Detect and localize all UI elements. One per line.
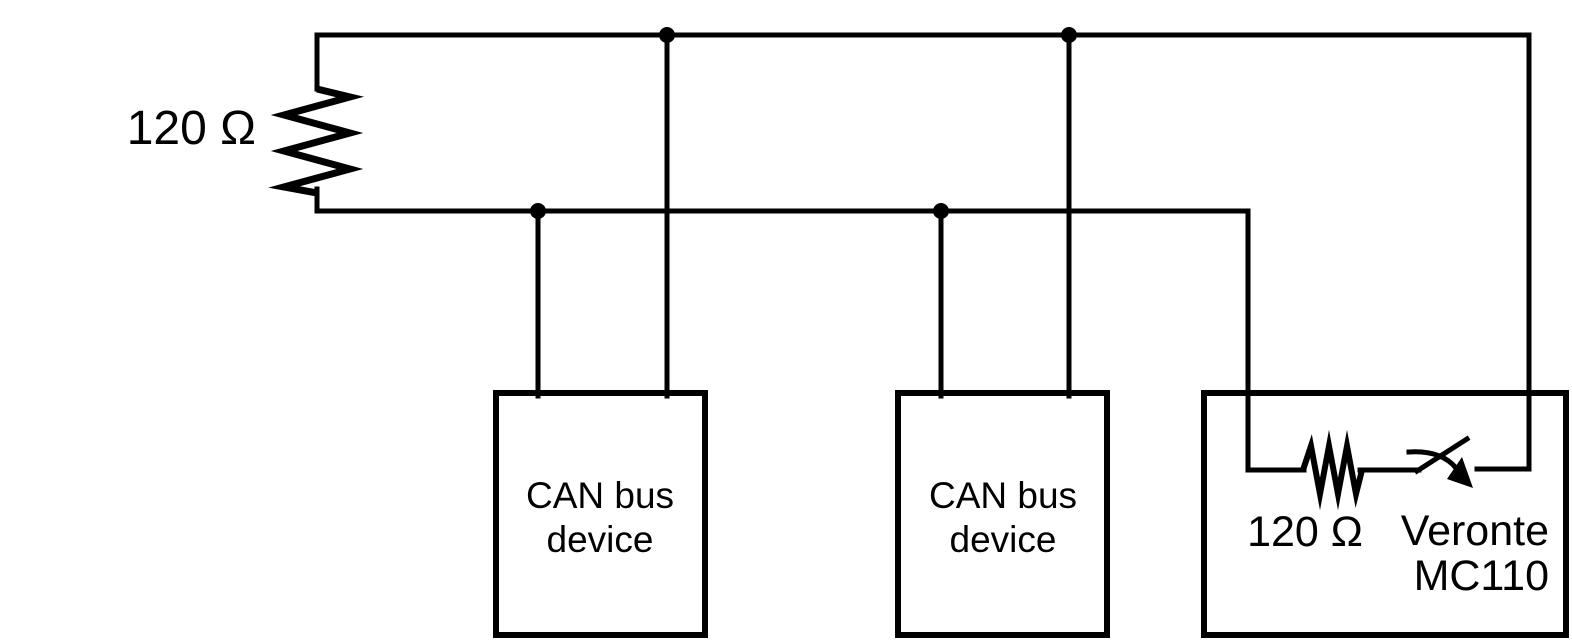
labels: 120 Ω CAN bus device CAN bus device 120 … (127, 102, 1549, 600)
veronte-mc110-box (1201, 390, 1569, 638)
junction-dots (530, 27, 1077, 219)
device-boxes (493, 390, 1569, 638)
bus-wiring (268, 30, 1532, 473)
can-device-1-label-line1: CAN bus (526, 475, 674, 516)
can-device-2-label-line2: device (950, 519, 1057, 560)
termination-switch-arrowhead-icon (1447, 457, 1473, 488)
veronte-internal-circuit (1300, 429, 1473, 511)
junction-dot-low-2 (933, 203, 949, 219)
junction-dot-low-1 (530, 203, 546, 219)
veronte-name-line1: Veronte (1401, 507, 1549, 555)
can-device-2-label-line1: CAN bus (929, 475, 1077, 516)
can-device-1-label-line2: device (547, 519, 654, 560)
junction-dot-high-1 (659, 27, 675, 43)
left-termination-resistor (268, 85, 365, 197)
termination-switch-actuator-arc (1406, 449, 1460, 472)
left-termination-resistor-label: 120 Ω (127, 102, 256, 155)
can-high-bus-wire (314, 32, 1532, 472)
internal-termination-resistor (1300, 429, 1365, 511)
veronte-name-line2: MC110 (1414, 552, 1549, 600)
junction-dot-high-2 (1061, 27, 1077, 43)
can-device-1-box (493, 390, 708, 638)
internal-termination-resistor-label: 120 Ω (1247, 508, 1363, 556)
can-low-bus-wire (314, 186, 1307, 473)
can-device-2-box (895, 390, 1110, 638)
